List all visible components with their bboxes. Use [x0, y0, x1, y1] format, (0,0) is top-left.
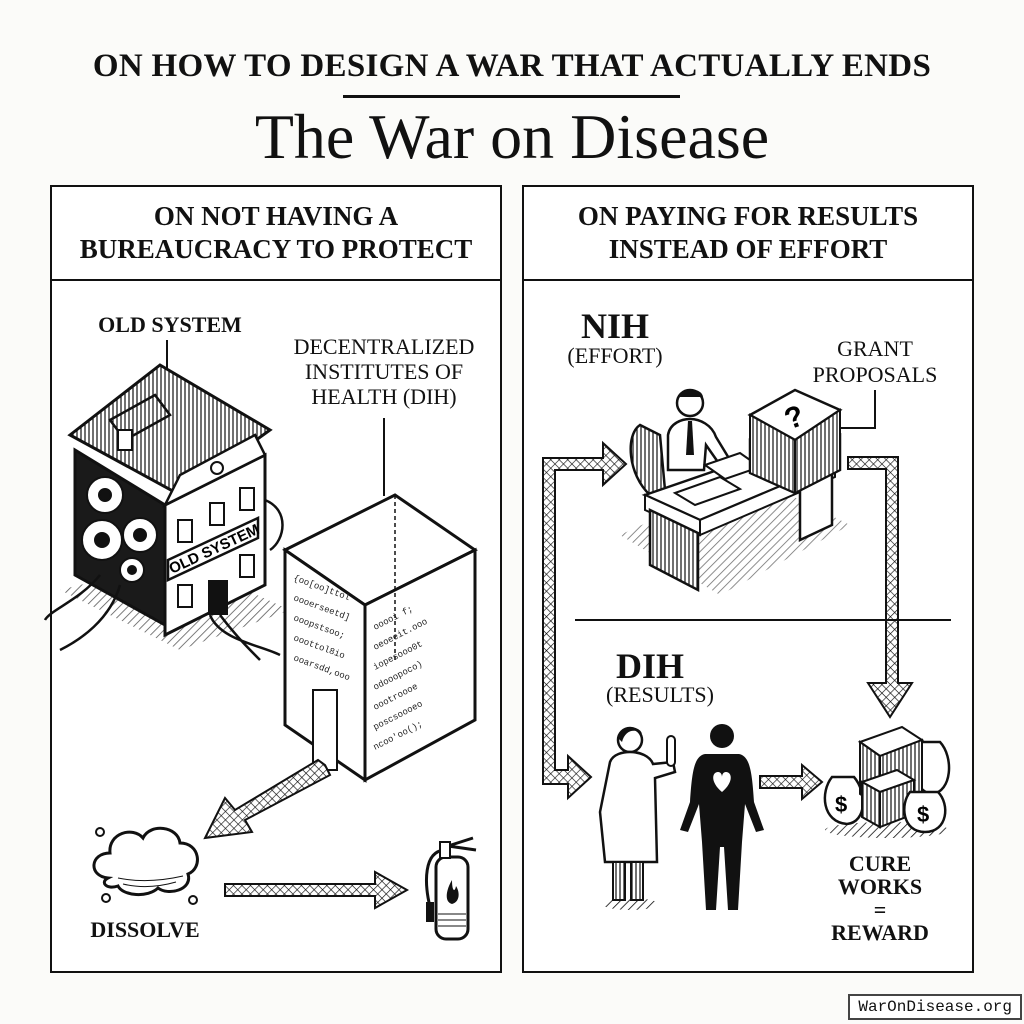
- dih-leader-line: [383, 418, 385, 496]
- left-panel-heading: ON NOT HAVING A BUREAUCRACY TO PROTECT: [52, 187, 500, 281]
- cure-equals: =: [873, 897, 887, 922]
- old-system-label: OLD SYSTEM: [98, 312, 242, 337]
- bureaucrat-desk-icon: ?: [620, 388, 850, 595]
- arrow-to-reward: [847, 456, 914, 719]
- grant-line2: PROPOSALS: [812, 362, 938, 387]
- grant-line1: GRANT: [837, 336, 913, 361]
- scientist-icon: [598, 726, 677, 910]
- dissolve-label: DISSOLVE: [90, 917, 200, 942]
- nih-subtitle: (EFFORT): [567, 343, 663, 368]
- right-heading-line2: INSTEAD OF EFFORT: [608, 234, 888, 264]
- dih-label: DECENTRALIZED INSTITUTES OF HEALTH (DIH): [270, 334, 498, 409]
- nih-dih-divider: [575, 619, 951, 621]
- page-title: The War on Disease: [254, 101, 770, 172]
- dih-label-line2: INSTITUTES OF: [304, 359, 464, 384]
- heart-icon: [713, 772, 731, 792]
- dih-label-line1: DECENTRALIZED: [293, 334, 475, 359]
- dih-subtitle: (RESULTS): [606, 682, 714, 707]
- nih-title: NIH: [580, 306, 649, 346]
- arrow-to-money: [759, 762, 824, 802]
- paper-stack-icon: ?: [747, 388, 843, 495]
- code-box-icon: {oo[oo]ttol oooerseetd] ooopstsoo; ooott…: [282, 493, 478, 783]
- cloud-icon: [92, 827, 199, 905]
- left-heading-line2: BUREAUCRACY TO PROTECT: [79, 234, 473, 264]
- cure-line2: WORKS: [837, 874, 923, 899]
- cure-works-reward-label: CURE WORKS = REWARD: [830, 852, 930, 944]
- loop-arrow-left: [542, 440, 628, 801]
- right-panel-heading: ON PAYING FOR RESULTS INSTEAD OF EFFORT: [524, 187, 972, 281]
- dih-title: DIH: [615, 646, 684, 686]
- gears-icon: [81, 476, 158, 583]
- building-icon: OLD SYSTEM: [43, 363, 290, 661]
- human-silhouette-icon: [680, 724, 764, 910]
- old-system-leader-line: [166, 340, 168, 370]
- title-divider: [343, 95, 680, 98]
- cure-line3: REWARD: [831, 920, 929, 945]
- money-symbol-2: $: [917, 802, 929, 827]
- fire-extinguisher-icon: [425, 836, 477, 941]
- kicker-heading: ON HOW TO DESIGN A WAR THAT ACTUALLY END…: [92, 48, 932, 84]
- right-heading-line1: ON PAYING FOR RESULTS: [577, 201, 919, 231]
- arrow-to-extinguisher: [224, 870, 410, 910]
- site-link[interactable]: WarOnDisease.org: [848, 994, 1022, 1020]
- left-heading-line1: ON NOT HAVING A: [153, 201, 399, 231]
- money-bags-icon: $ $: [823, 725, 951, 838]
- dih-label-line3: HEALTH (DIH): [311, 384, 457, 409]
- cure-line1: CURE: [848, 851, 912, 876]
- money-symbol-1: $: [835, 792, 847, 817]
- arrow-to-dissolve: [203, 758, 332, 840]
- grant-proposals-label: GRANT PROPOSALS: [800, 336, 950, 388]
- grant-leader-line: [835, 390, 876, 429]
